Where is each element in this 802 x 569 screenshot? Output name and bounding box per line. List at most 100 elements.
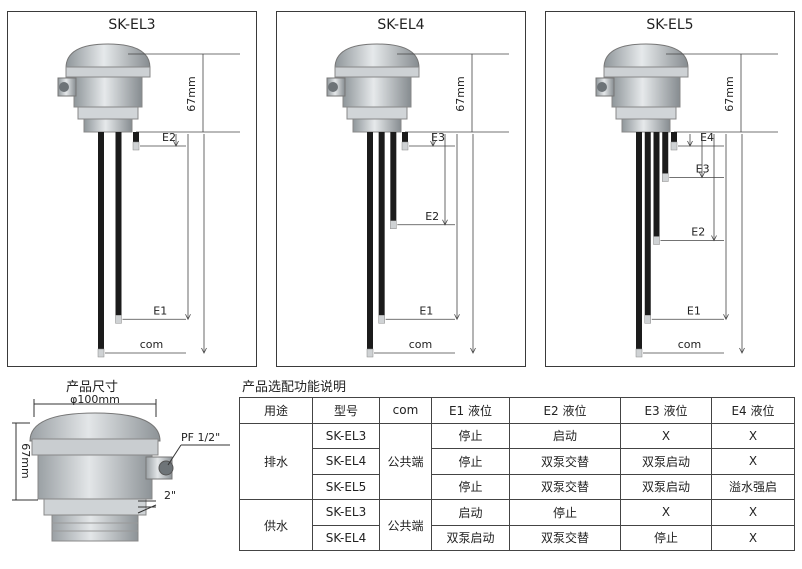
thread-label: PF 1/2": [181, 431, 220, 444]
table-cell: 双泵交替: [509, 524, 621, 551]
table-row: SK-EL5 停止 双泵交替 双泵启动 溢水强启: [240, 473, 795, 500]
arrow-head: [723, 314, 729, 321]
electrode-tip: [653, 236, 660, 245]
level-label: E3: [431, 131, 445, 144]
arrow-head: [185, 314, 191, 321]
table-cell: 停止: [431, 422, 510, 449]
level-label: E2: [162, 131, 176, 144]
level-label: E1: [153, 304, 167, 317]
housing-thread: [83, 118, 133, 133]
table-row: 排水 SK-EL3 公共端 停止 启动 X X: [239, 422, 795, 500]
electrode-tip: [401, 141, 409, 151]
use-cell: 供水: [239, 499, 313, 551]
electrode-rod: [644, 132, 651, 316]
table-cell: 停止: [431, 473, 510, 500]
housing-thread: [352, 118, 402, 133]
com-cell: 公共端: [379, 499, 432, 551]
base-label: 2": [164, 489, 176, 502]
electrode-tip: [390, 220, 397, 229]
level-label: E1: [687, 304, 701, 317]
table-cell: X: [711, 422, 795, 449]
electrode-rod: [653, 132, 660, 237]
arrow-head: [711, 235, 717, 242]
housing-nut: [615, 106, 677, 120]
table-cell: 双泵交替: [509, 473, 621, 500]
housing-nut: [77, 106, 139, 120]
model-cell: SK-EL4: [312, 524, 380, 551]
arrow-head: [173, 140, 179, 147]
height-label: 67mm: [454, 76, 467, 111]
level-label: com: [409, 338, 433, 351]
electrode-rod: [390, 132, 397, 221]
electrode-tip: [635, 348, 643, 358]
electrode-tip: [644, 315, 651, 324]
electrode-tip: [97, 348, 105, 358]
column-header: E4 液位: [711, 397, 795, 424]
housing-lid: [334, 43, 420, 69]
column-header: 型号: [312, 397, 380, 424]
height-label: 67mm: [723, 76, 736, 111]
housing-body: [611, 76, 681, 108]
electrode-rod: [378, 132, 385, 316]
table-cell: 启动: [509, 422, 621, 449]
spec-table: 用途 型号 com E1 液位 E2 液位 E3 液位 E4 液位 排水 SK-…: [239, 397, 795, 551]
table-cell: 停止: [431, 448, 510, 475]
arrow-head: [687, 140, 693, 147]
housing-thread: [621, 118, 671, 133]
housing-rim: [65, 66, 151, 78]
housing-rim: [334, 66, 420, 78]
arrow-head: [201, 347, 207, 354]
arrow-head: [470, 347, 476, 354]
model-cell: SK-EL4: [312, 448, 380, 475]
electrode-tip: [378, 315, 385, 324]
model-cell: SK-EL3: [312, 422, 380, 449]
table-row: SK-EL4 停止 双泵交替 双泵启动 X: [240, 448, 795, 475]
table-cell: X: [620, 422, 712, 449]
column-header: E2 液位: [509, 397, 621, 424]
com-cell: 公共端: [379, 422, 432, 500]
arrow-head: [739, 347, 745, 354]
diameter-label: φ100mm: [70, 395, 120, 406]
level-label: E1: [419, 304, 433, 317]
arrow-head: [699, 172, 705, 179]
panel-title: SK-EL4: [377, 17, 425, 33]
table-cell: X: [711, 499, 795, 526]
electrode-rod: [662, 132, 669, 174]
electrode-rod: [402, 132, 408, 142]
electrode-rod: [98, 132, 104, 349]
table-cell: X: [620, 499, 712, 526]
electrode-rod: [115, 132, 122, 316]
electrode-tip: [115, 315, 122, 324]
table-cell: 双泵交替: [509, 448, 621, 475]
level-label: E4: [700, 131, 714, 144]
housing-nut: [346, 106, 408, 120]
column-header: 用途: [239, 397, 313, 424]
model-cell: SK-EL5: [312, 473, 380, 500]
housing-lid: [603, 43, 689, 69]
table-cell: 双泵启动: [620, 473, 712, 500]
housing-rim: [603, 66, 689, 78]
column-header: com: [379, 397, 432, 424]
level-label: E3: [696, 163, 710, 176]
level-label: E2: [425, 210, 439, 223]
table-cell: X: [711, 448, 795, 475]
height-label: 67mm: [185, 76, 198, 111]
dimension-drawing: φ100mm 67mm PF 1/2" 2": [12, 395, 230, 542]
level-label: com: [678, 338, 702, 351]
arrow-head: [442, 219, 448, 226]
table-cell: 双泵启动: [620, 448, 712, 475]
cable-port-hole: [597, 82, 607, 92]
model-cell: SK-EL3: [312, 499, 380, 526]
table-row: SK-EL4 双泵启动 双泵交替 停止 X: [240, 524, 795, 551]
electrode-tip: [670, 141, 678, 151]
panel-title: SK-EL5: [646, 17, 694, 33]
table-cell: X: [711, 524, 795, 551]
column-header: E3 液位: [620, 397, 712, 424]
cable-port-hole: [328, 82, 338, 92]
electrode-tip: [132, 141, 140, 151]
